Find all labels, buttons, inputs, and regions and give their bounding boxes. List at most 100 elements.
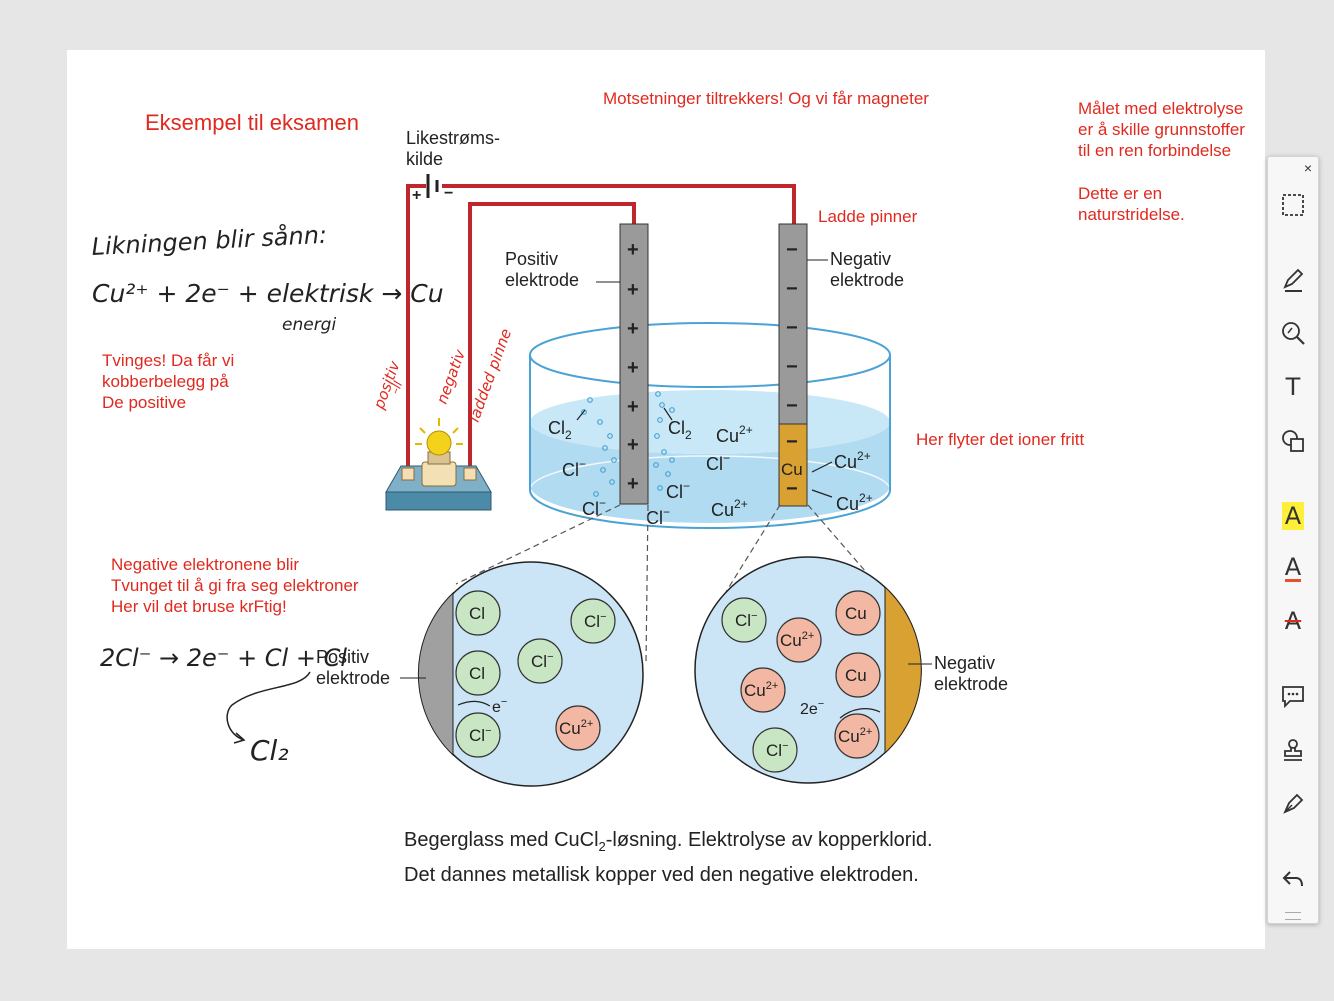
cu-ion-particle: Cu2+ — [834, 713, 880, 759]
svg-text:Cu2+: Cu2+ — [838, 726, 872, 746]
cu-ion-particle: Cu2+ — [776, 617, 822, 663]
ion-cl2-right: Cl2 — [668, 418, 692, 442]
svg-text:Cl−: Cl− — [584, 611, 607, 631]
hw-eq-main: Cu²⁺ + 2e⁻ + elektrisk → Cu — [92, 279, 444, 308]
electron-arrows — [457, 700, 881, 719]
caption-line2: Det dannes metallisk kopper ved den nega… — [404, 864, 919, 886]
ion-cu-4: Cu2+ — [836, 491, 873, 514]
gas-bubbles — [581, 391, 675, 497]
negative-electrode: −−−−−−− Cu — [778, 223, 808, 507]
svg-text:Cl: Cl — [469, 664, 485, 683]
signature-icon[interactable] — [1278, 789, 1308, 819]
cu-deposit-label: Cu — [781, 460, 803, 479]
minus-mark: − — [786, 478, 798, 500]
ion-cu-1: Cu2+ — [716, 423, 753, 446]
stamp-icon[interactable] — [1278, 735, 1308, 765]
pos-electrode-label-line2: elektrode — [505, 270, 579, 290]
bubble — [657, 485, 663, 491]
bubble — [609, 479, 615, 485]
ion-cl-5: Cl− — [646, 505, 670, 528]
zoom-circle-negative — [694, 556, 922, 784]
select-icon[interactable] — [1278, 190, 1308, 220]
cl-particle: Cl− — [721, 597, 767, 643]
bubble — [607, 433, 613, 439]
strikethrough-icon[interactable]: A — [1278, 606, 1308, 636]
annotation-goal-line2: er å skille grunnstoffer — [1078, 120, 1245, 139]
bubble — [602, 445, 608, 451]
svg-text:Cu2+: Cu2+ — [559, 718, 593, 738]
annotation-ions-free: Her flyter det ioner fritt — [916, 430, 1085, 449]
neg-electrode-label-line2: elektrode — [830, 270, 904, 290]
hw-eq-energy: energi — [282, 315, 336, 335]
bubble — [659, 402, 665, 408]
handwritten-wire-labels: positiv –ll negativ ladded pinne — [370, 326, 516, 424]
beaker-ions: Cl2 Cl2 Cu2+ Cl− Cl− Cl− Cl− Cl− Cu2+ Cu… — [548, 418, 873, 528]
svg-text:Cl−: Cl− — [531, 651, 554, 671]
bubble — [587, 397, 593, 403]
annotation-goal-line1: Målet med elektrolyse — [1078, 99, 1244, 118]
plus-mark: + — [627, 239, 639, 261]
ion-cl2-left: Cl2 — [548, 418, 572, 442]
plus-mark: + — [627, 473, 639, 495]
cl-atom-particle: Cl — [455, 590, 501, 636]
annotation-nature-line1: Dette er en — [1078, 184, 1163, 203]
annotation-toolbar: × T A A A — [1267, 156, 1319, 924]
highlight-icon[interactable]: A — [1278, 501, 1308, 531]
plus-mark: + — [627, 357, 639, 379]
annotation-forced-line3: De positive — [102, 393, 187, 412]
beaker-arrows — [576, 407, 833, 498]
zoom-icon[interactable] — [1278, 318, 1308, 348]
cl-particle: Cl− — [752, 727, 798, 773]
underline-glyph: A — [1284, 552, 1302, 582]
bubble — [669, 407, 675, 413]
annotation-goal: Målet med elektrolyse er å skille grunns… — [1078, 98, 1245, 161]
circle-pos-label-line2: elektrode — [316, 668, 390, 688]
annotation-negative-line3: Her vil det bruse krFtig! — [111, 597, 287, 616]
source-label-line2: kilde — [406, 149, 443, 169]
svg-text:Cu2+: Cu2+ — [744, 680, 778, 700]
cl-particle: Cl− — [570, 598, 616, 644]
bubble — [600, 467, 606, 473]
svg-text:Cu2+: Cu2+ — [780, 630, 814, 650]
plus-mark: + — [627, 318, 639, 340]
pen-icon[interactable] — [1278, 264, 1308, 294]
underline-icon[interactable]: A — [1278, 553, 1308, 583]
hw-arrow-head — [233, 732, 246, 744]
text-icon[interactable]: T — [1285, 373, 1301, 401]
bubble — [665, 471, 671, 477]
annotation-top-note: Motsetninger tiltrekkers! Og vi får magn… — [603, 89, 929, 108]
bubble — [581, 409, 587, 415]
annotation-nature: Dette er en naturstridelse. — [1078, 183, 1185, 225]
battery-plus: + — [412, 187, 421, 204]
annotation-forced: Tvinges! Da får vi kobberbelegg på De po… — [102, 350, 234, 413]
hw-wire-positive-sub: –ll — [388, 379, 406, 396]
electron-label: e− — [492, 696, 507, 716]
annotation-nature-line2: naturstridelse. — [1078, 205, 1185, 224]
annotation-title: Eksempel til eksamen — [145, 110, 359, 135]
svg-text:Cl−: Cl− — [766, 740, 789, 760]
two-electron-label: 2e− — [800, 698, 824, 718]
annotation-goal-line3: til en ren forbindelse — [1078, 141, 1232, 160]
battery-minus: − — [444, 185, 453, 202]
hw-wire-negative: negativ — [433, 346, 470, 406]
ion-cl-4: Cl− — [582, 496, 606, 519]
ion-cl-1: Cl− — [562, 457, 586, 480]
pos-electrode-label-line1: Positiv — [505, 249, 558, 269]
toolbar-grip[interactable] — [1285, 912, 1301, 920]
bubble — [654, 433, 660, 439]
undo-icon[interactable] — [1278, 864, 1308, 894]
comment-icon[interactable] — [1278, 681, 1308, 711]
lamp — [385, 418, 492, 511]
annotation-forced-line1: Tvinges! Da får vi — [102, 351, 235, 370]
bubble — [597, 419, 603, 425]
shapes-icon[interactable] — [1278, 426, 1308, 456]
hw-eq-cl2: Cl₂ — [250, 734, 289, 767]
strike-glyph: A — [1284, 607, 1302, 635]
cl-particle: Cl− — [455, 712, 501, 758]
minus-mark: − — [786, 395, 798, 417]
toolbar-close-button[interactable]: × — [1303, 160, 1312, 176]
svg-text:Cl−: Cl− — [735, 610, 758, 630]
svg-text:Cl: Cl — [469, 604, 485, 623]
bubble — [655, 391, 661, 397]
